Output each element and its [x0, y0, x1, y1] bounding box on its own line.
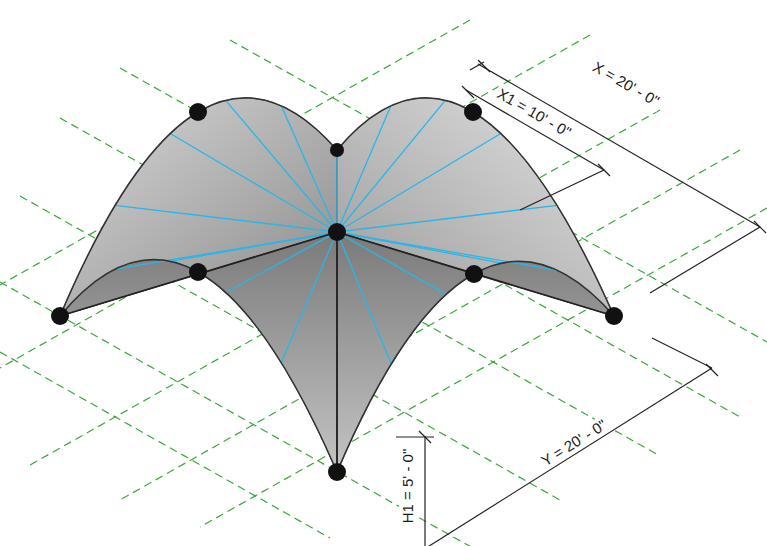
dimension-label: H1 = 5' - 0"	[399, 446, 417, 526]
dimension-label: Y = 20' - 0"	[536, 414, 613, 471]
control-points	[51, 103, 623, 481]
shell-surface	[60, 98, 614, 472]
edge-curves	[60, 98, 614, 472]
ridge-lines	[60, 232, 614, 472]
dimension-label: X = 20' - 0"	[587, 56, 665, 111]
grid-lines	[0, 20, 767, 546]
dimension-lines	[396, 60, 766, 546]
